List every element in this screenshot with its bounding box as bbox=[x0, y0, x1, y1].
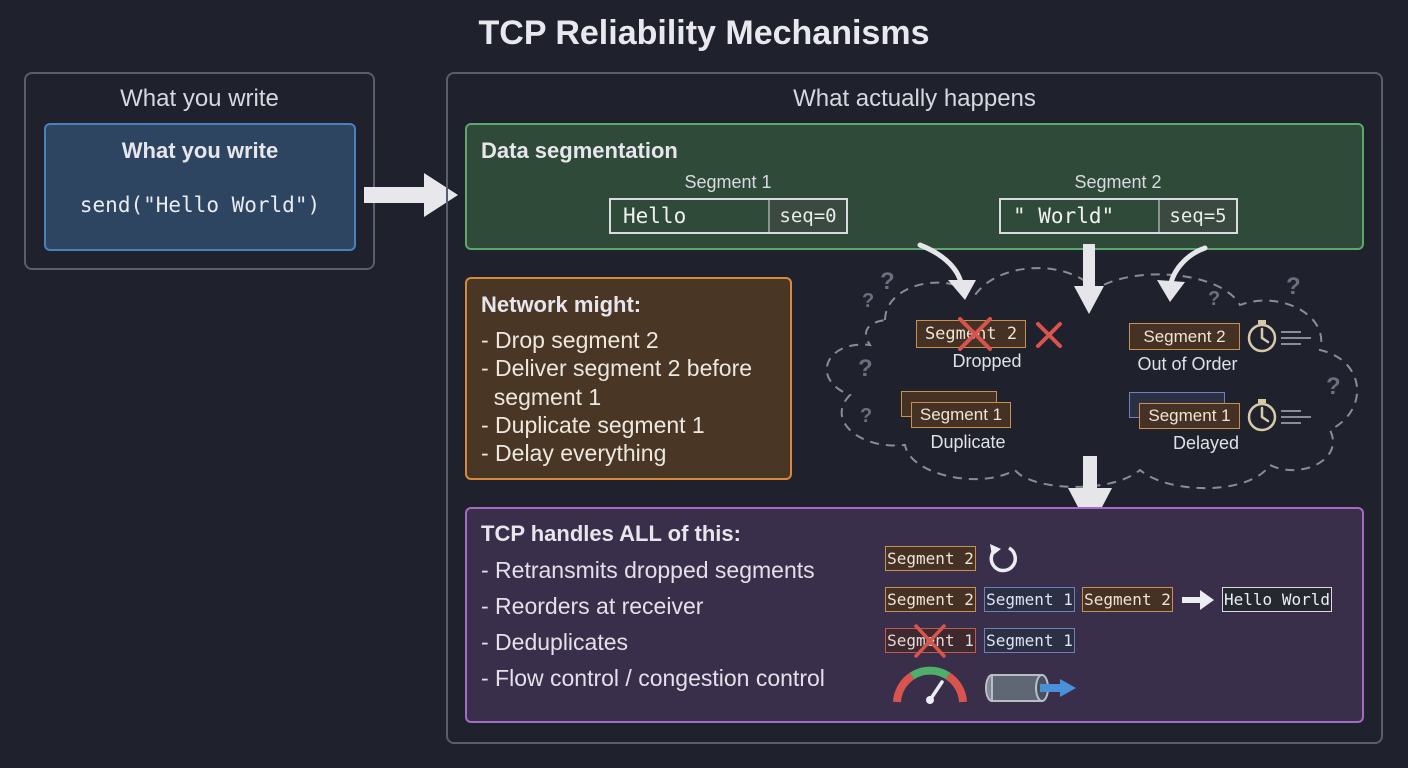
retransmit-chip: Segment 2 bbox=[885, 546, 976, 571]
network-box bbox=[465, 277, 792, 480]
reorder-chip: Segment 2 bbox=[885, 587, 976, 612]
network-item: - Delay everything bbox=[481, 440, 667, 466]
code-box-heading: What you write bbox=[121, 138, 279, 163]
x-icon bbox=[1036, 322, 1062, 348]
question-mark: ? bbox=[858, 355, 873, 382]
reordered-result: Hello World bbox=[1222, 587, 1332, 612]
cross-icon bbox=[958, 317, 992, 351]
tcp-box bbox=[465, 507, 1364, 723]
segment-2-box: " World" seq=5 bbox=[999, 198, 1238, 234]
segment-1-seq: seq=0 bbox=[768, 200, 846, 232]
dedupe-chip: Segment 1 bbox=[984, 628, 1075, 653]
question-mark: ? bbox=[1286, 273, 1301, 300]
arrow-right-icon bbox=[1182, 590, 1214, 610]
duplicate-caption: Duplicate bbox=[930, 432, 1006, 452]
code-snippet: send("Hello World") bbox=[79, 193, 321, 217]
tcp-item: - Deduplicates bbox=[481, 629, 629, 655]
segment-2-data: " World" bbox=[1013, 204, 1115, 228]
question-mark: ? bbox=[1326, 373, 1341, 400]
question-mark: ? bbox=[880, 268, 895, 295]
stopwatch-icon bbox=[1247, 399, 1311, 432]
reorder-chip: Segment 1 bbox=[984, 587, 1075, 612]
right-panel bbox=[446, 72, 1383, 744]
page-title: TCP Reliability Mechanisms bbox=[478, 14, 930, 52]
dropped-caption: Dropped bbox=[952, 351, 1022, 371]
network-item: - Deliver segment 2 before segment 1 bbox=[481, 355, 753, 410]
segment-2-seq: seq=5 bbox=[1158, 200, 1236, 232]
question-mark: ? bbox=[1208, 288, 1221, 310]
stopwatch-icon bbox=[1247, 320, 1311, 353]
segmentation-heading: Data segmentation bbox=[481, 138, 678, 163]
network-cloud bbox=[825, 242, 1358, 530]
right-panel-heading: What actually happens bbox=[793, 85, 1036, 112]
speedometer-icon bbox=[893, 666, 967, 704]
segment-1-data: Hello bbox=[623, 204, 687, 228]
network-item: - Drop segment 2 bbox=[481, 327, 659, 353]
segment-1-label: Segment 1 bbox=[684, 172, 772, 192]
segment-2-label: Segment 2 bbox=[1074, 172, 1162, 192]
delayed-segment-chip: Segment 1 bbox=[1139, 403, 1240, 429]
out-of-order-segment-chip: Segment 2 bbox=[1129, 323, 1240, 350]
tcp-item: - Flow control / congestion control bbox=[481, 665, 825, 691]
tcp-item: - Reorders at receiver bbox=[481, 593, 704, 619]
network-heading: Network might: bbox=[481, 292, 642, 317]
right-arrow-icon bbox=[364, 173, 458, 217]
network-item: - Duplicate segment 1 bbox=[481, 412, 705, 438]
delayed-caption: Delayed bbox=[1172, 433, 1240, 453]
out-of-order-caption: Out of Order bbox=[1137, 354, 1238, 374]
question-mark: ? bbox=[860, 405, 873, 427]
tcp-heading: TCP handles ALL of this: bbox=[481, 521, 741, 546]
duplicate-segment-chip: Segment 1 bbox=[911, 402, 1011, 428]
code-box bbox=[44, 123, 356, 251]
tcp-item: - Retransmits dropped segments bbox=[481, 557, 815, 583]
segment-1-box: Hello seq=0 bbox=[609, 198, 848, 234]
pipe-flow-icon bbox=[985, 674, 1076, 702]
cross-icon bbox=[914, 624, 946, 658]
left-panel bbox=[24, 72, 375, 270]
question-mark: ? bbox=[862, 290, 875, 312]
dropped-segment-chip: Segment 2 bbox=[916, 320, 1026, 348]
left-panel-heading: What you write bbox=[120, 85, 279, 112]
retry-icon bbox=[989, 544, 1017, 573]
reorder-chip: Segment 2 bbox=[1082, 587, 1173, 612]
